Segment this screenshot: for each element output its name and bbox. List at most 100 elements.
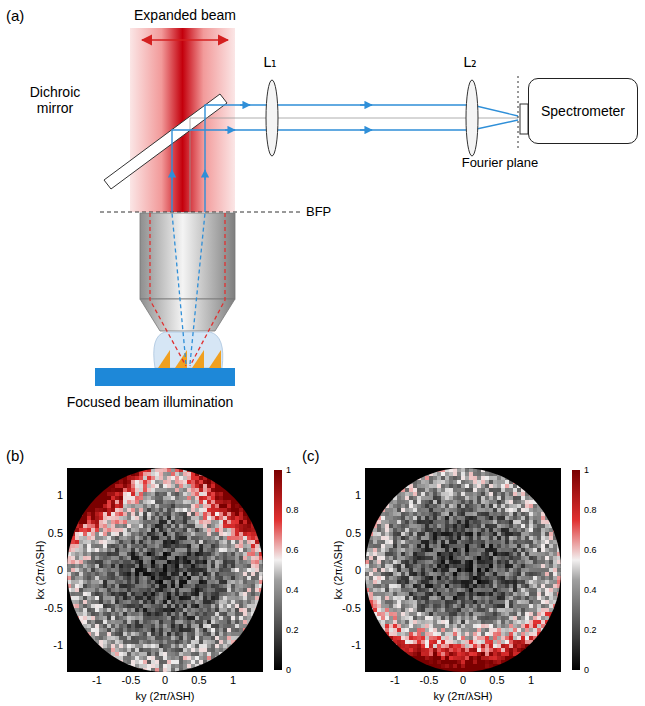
heatmap-cell bbox=[211, 580, 215, 584]
heatmap-cell bbox=[103, 616, 107, 620]
heatmap-cell bbox=[207, 568, 211, 572]
heatmap-cell bbox=[211, 640, 215, 644]
heatmap-cell bbox=[91, 552, 95, 556]
heatmap-cell bbox=[183, 472, 187, 476]
heatmap-cell bbox=[91, 524, 95, 528]
heatmap-cell bbox=[219, 572, 223, 576]
heatmap-cell bbox=[143, 608, 147, 612]
heatmap-cell bbox=[123, 504, 127, 508]
heatmap-cell bbox=[179, 496, 183, 500]
heatmap-cell bbox=[99, 596, 103, 600]
heatmap-cell bbox=[211, 496, 215, 500]
heatmap-cell bbox=[179, 500, 183, 504]
heatmap-cell bbox=[219, 576, 223, 580]
heatmap-cell bbox=[79, 596, 83, 600]
heatmap-cell bbox=[239, 620, 243, 624]
heatmap-cell bbox=[187, 512, 191, 516]
heatmap-cell bbox=[215, 608, 219, 612]
heatmap-cell bbox=[103, 628, 107, 632]
heatmap-cell bbox=[91, 512, 95, 516]
heatmap-cell bbox=[151, 528, 155, 532]
heatmap-cell bbox=[239, 584, 243, 588]
heatmap-cell bbox=[239, 508, 243, 512]
heatmap-cell bbox=[175, 644, 179, 648]
heatmap-cell bbox=[191, 484, 195, 488]
heatmap-cell bbox=[123, 548, 127, 552]
heatmap-cell bbox=[143, 500, 147, 504]
heatmap-cell bbox=[139, 516, 143, 520]
heatmap-cell bbox=[215, 576, 219, 580]
heatmap-cell bbox=[75, 544, 79, 548]
heatmap-cell bbox=[123, 608, 127, 612]
heatmap-cell bbox=[99, 532, 103, 536]
heatmap-cell bbox=[127, 648, 131, 652]
heatmap-cell bbox=[219, 480, 223, 484]
heatmap-cell bbox=[191, 568, 195, 572]
heatmap-cell bbox=[111, 576, 115, 580]
heatmap-cell bbox=[71, 604, 75, 608]
heatmap-cell bbox=[187, 504, 191, 508]
heatmap-cell bbox=[67, 544, 71, 548]
heatmap-cell bbox=[163, 572, 167, 576]
heatmap-cell bbox=[167, 472, 171, 476]
heatmap-cell bbox=[111, 612, 115, 616]
heatmap-cell bbox=[199, 620, 203, 624]
heatmap-cell bbox=[87, 620, 91, 624]
heatmap-cell bbox=[115, 632, 119, 636]
heatmap-cell bbox=[155, 632, 159, 636]
heatmap-cell bbox=[219, 584, 223, 588]
heatmap-cell bbox=[211, 644, 215, 648]
heatmap-cell bbox=[155, 576, 159, 580]
heatmap-cell bbox=[151, 580, 155, 584]
heatmap-cell bbox=[127, 608, 131, 612]
heatmap-cell bbox=[119, 640, 123, 644]
heatmap-cell bbox=[127, 620, 131, 624]
heatmap-cell bbox=[239, 512, 243, 516]
heatmap-cell bbox=[179, 640, 183, 644]
heatmap-cell bbox=[139, 536, 143, 540]
heatmap-cell bbox=[123, 520, 127, 524]
heatmap-cell bbox=[219, 636, 223, 640]
heatmap-cell bbox=[231, 560, 235, 564]
heatmap-cell bbox=[163, 520, 167, 524]
heatmap-cell bbox=[219, 536, 223, 540]
heatmap-cell bbox=[123, 488, 127, 492]
heatmap-cell bbox=[119, 508, 123, 512]
heatmap-cell bbox=[259, 540, 263, 544]
heatmap-cell bbox=[103, 588, 107, 592]
heatmap-cell bbox=[187, 560, 191, 564]
heatmap-cell bbox=[247, 600, 251, 604]
heatmap-cell bbox=[87, 556, 91, 560]
heatmap-cell bbox=[219, 620, 223, 624]
heatmap-cell bbox=[159, 500, 163, 504]
heatmap-cell bbox=[107, 524, 111, 528]
heatmap-cell bbox=[231, 644, 235, 648]
heatmap-cell bbox=[191, 536, 195, 540]
heatmap-cell bbox=[227, 640, 231, 644]
heatmap-cell bbox=[223, 588, 227, 592]
heatmap-cell bbox=[95, 524, 99, 528]
lens bbox=[466, 80, 478, 156]
heatmap-cell bbox=[115, 556, 119, 560]
heatmap-cell bbox=[187, 540, 191, 544]
heatmap-cell bbox=[123, 620, 127, 624]
heatmap-cell bbox=[187, 584, 191, 588]
heatmap-cell bbox=[103, 532, 107, 536]
heatmap-cell bbox=[179, 528, 183, 532]
heatmap-cell bbox=[111, 480, 115, 484]
heatmap-cell bbox=[203, 492, 207, 496]
heatmap-cell bbox=[171, 472, 175, 476]
heatmap-cell bbox=[163, 556, 167, 560]
heatmap-cell bbox=[79, 524, 83, 528]
heatmap-cell bbox=[259, 536, 263, 540]
heatmap-cell bbox=[243, 536, 247, 540]
heatmap-cell bbox=[163, 640, 167, 644]
heatmap-cell bbox=[243, 552, 247, 556]
heatmap-cell bbox=[235, 628, 239, 632]
heatmap-cell bbox=[139, 608, 143, 612]
heatmap-cell bbox=[123, 544, 127, 548]
heatmap-cell bbox=[179, 620, 183, 624]
heatmap-cell bbox=[91, 568, 95, 572]
heatmap-cell bbox=[179, 628, 183, 632]
heatmap-cell bbox=[87, 540, 91, 544]
